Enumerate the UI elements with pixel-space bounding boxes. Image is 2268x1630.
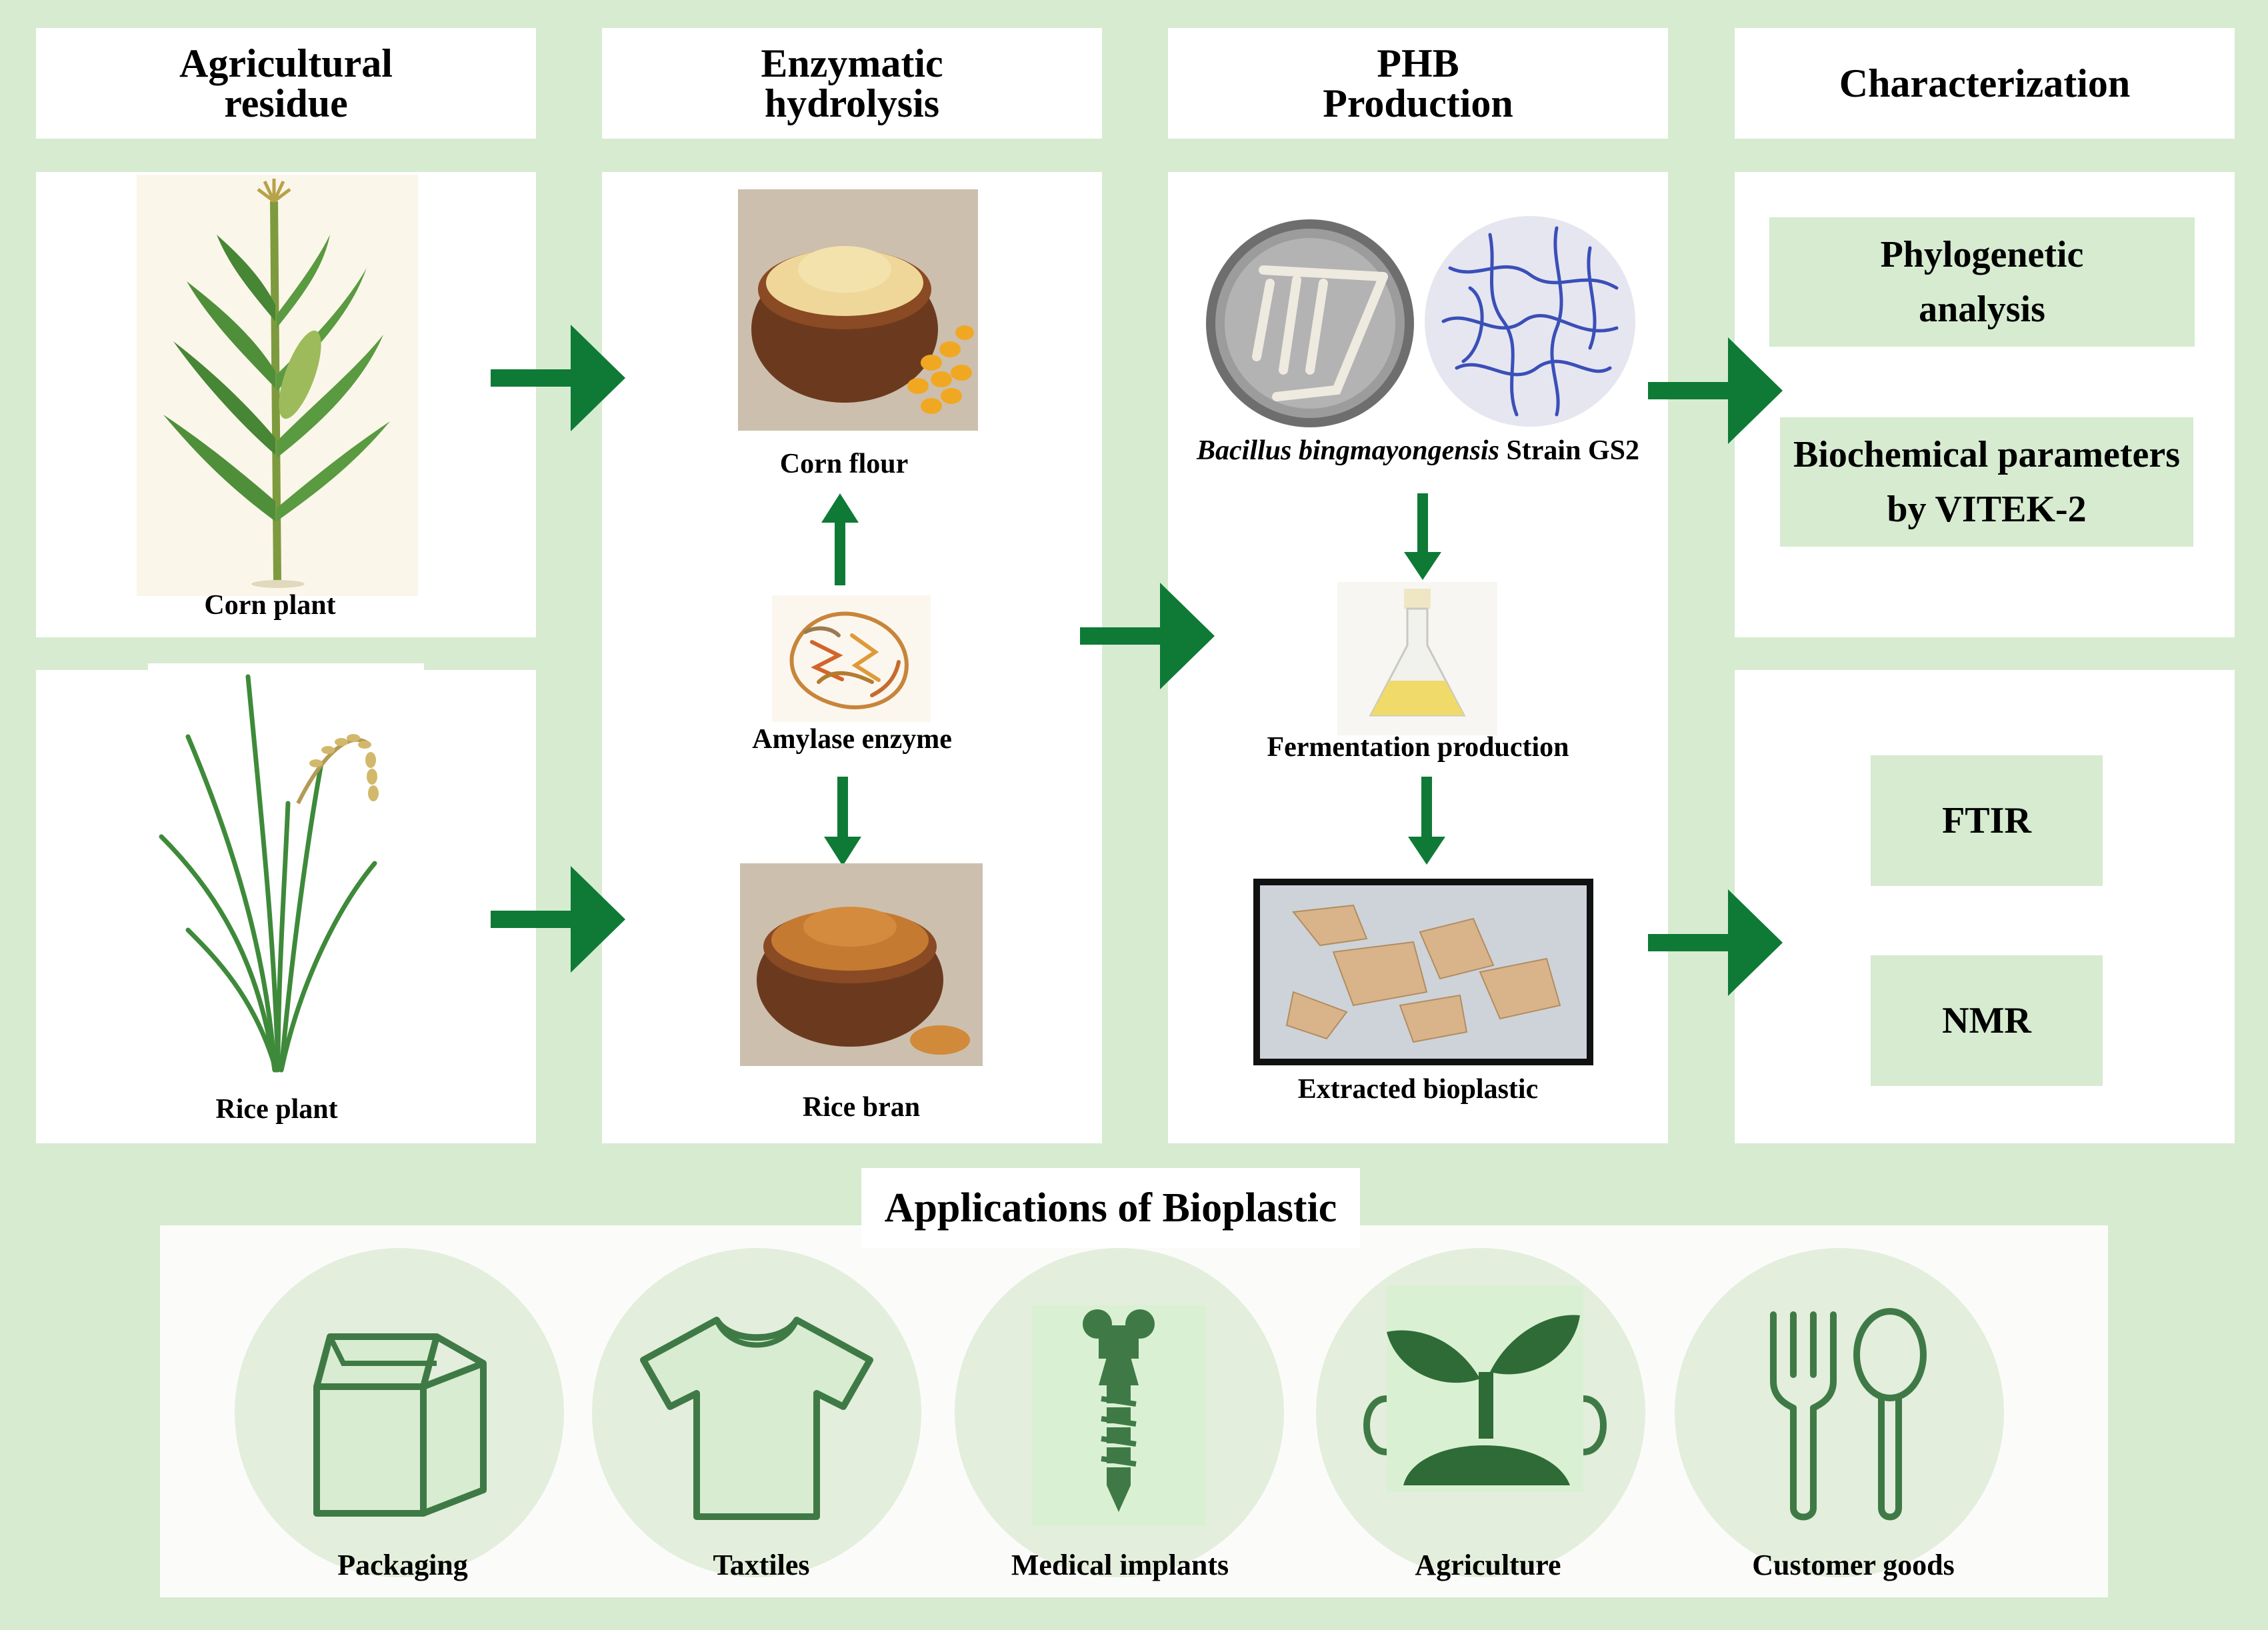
seedling-icon bbox=[1363, 1285, 1607, 1492]
strain-species-name: Bacillus bingmayongensis bbox=[1197, 435, 1499, 466]
rice-bran-label: Rice bran bbox=[802, 1092, 921, 1123]
header-line: Production bbox=[1323, 81, 1513, 125]
agriculture-label: Agriculture bbox=[1415, 1549, 1561, 1581]
phylogenetic-analysis-box: Phylogenetic analysis bbox=[1769, 217, 2195, 347]
arrow-amylase-to-corn-flour bbox=[821, 493, 859, 585]
header-line: Agricultural bbox=[179, 41, 393, 85]
biochemical-parameters-box: Biochemical parameters by VITEK-2 bbox=[1780, 417, 2193, 547]
fermentation-label: Fermentation production bbox=[1267, 732, 1569, 763]
arrow-corn-to-hydrolysis bbox=[491, 325, 625, 431]
packaging-label: Packaging bbox=[337, 1549, 468, 1581]
box-line: Phylogenetic bbox=[1880, 234, 2084, 275]
arrow-phb-to-characterization-top bbox=[1648, 337, 1783, 444]
t-shirt-icon bbox=[640, 1317, 873, 1520]
medical-implants-label: Medical implants bbox=[1011, 1549, 1229, 1581]
rice-plant-label: Rice plant bbox=[215, 1094, 338, 1125]
amylase-enzyme-image bbox=[772, 595, 931, 722]
rice-bran-image bbox=[740, 863, 983, 1066]
box-line: analysis bbox=[1919, 289, 2045, 330]
box-text: FTIR bbox=[1942, 800, 2031, 841]
header-characterization: Characterization bbox=[1735, 28, 2235, 139]
extracted-bioplastic-label: Extracted bioplastic bbox=[1297, 1074, 1539, 1105]
box-text: NMR bbox=[1942, 1000, 2031, 1041]
header-text: Characterization bbox=[1839, 61, 2131, 105]
bone-screw-implant-icon bbox=[1032, 1305, 1205, 1525]
header-line: PHB bbox=[1377, 41, 1459, 85]
box-line: by VITEK-2 bbox=[1887, 489, 2087, 530]
rice-plant-image bbox=[148, 663, 424, 1077]
header-line: hydrolysis bbox=[764, 81, 940, 125]
strain-id: Strain GS2 bbox=[1499, 435, 1639, 466]
fork-spoon-icon bbox=[1770, 1308, 1927, 1521]
petri-dish-image bbox=[1206, 219, 1414, 427]
extracted-bioplastic-image bbox=[1253, 879, 1593, 1065]
arrow-fermentation-to-extraction bbox=[1408, 777, 1445, 865]
corn-flour-label: Corn flour bbox=[779, 449, 909, 479]
arrow-hydrolysis-to-phb bbox=[1080, 583, 1215, 689]
arrow-rice-to-hydrolysis bbox=[491, 866, 625, 973]
corn-plant-image bbox=[137, 175, 418, 596]
arrow-strain-to-fermentation bbox=[1404, 493, 1441, 580]
fermentation-flask-image bbox=[1337, 582, 1497, 735]
corn-plant-label: Corn plant bbox=[204, 590, 336, 621]
milk-carton-icon bbox=[313, 1333, 487, 1517]
amylase-enzyme-label: Amylase enzyme bbox=[752, 724, 952, 755]
customer-goods-label: Customer goods bbox=[1752, 1549, 1955, 1581]
applications-title: Applications of Bioplastic bbox=[861, 1168, 1360, 1248]
strain-label: Bacillus bingmayongensis Strain GS2 bbox=[1151, 435, 1685, 467]
arrow-amylase-to-rice-bran bbox=[824, 777, 861, 866]
corn-flour-image bbox=[738, 189, 978, 431]
customer-goods-circle bbox=[1675, 1248, 2004, 1577]
textiles-label: Taxtiles bbox=[713, 1549, 810, 1581]
ftir-box: FTIR bbox=[1871, 755, 2103, 886]
nmr-box: NMR bbox=[1871, 955, 2103, 1086]
arrow-phb-to-characterization-bottom bbox=[1648, 889, 1783, 996]
header-line: Enzymatic bbox=[761, 41, 943, 85]
box-line: Biochemical parameters bbox=[1793, 434, 2181, 475]
header-line: residue bbox=[224, 81, 348, 125]
microscope-image bbox=[1425, 216, 1635, 427]
